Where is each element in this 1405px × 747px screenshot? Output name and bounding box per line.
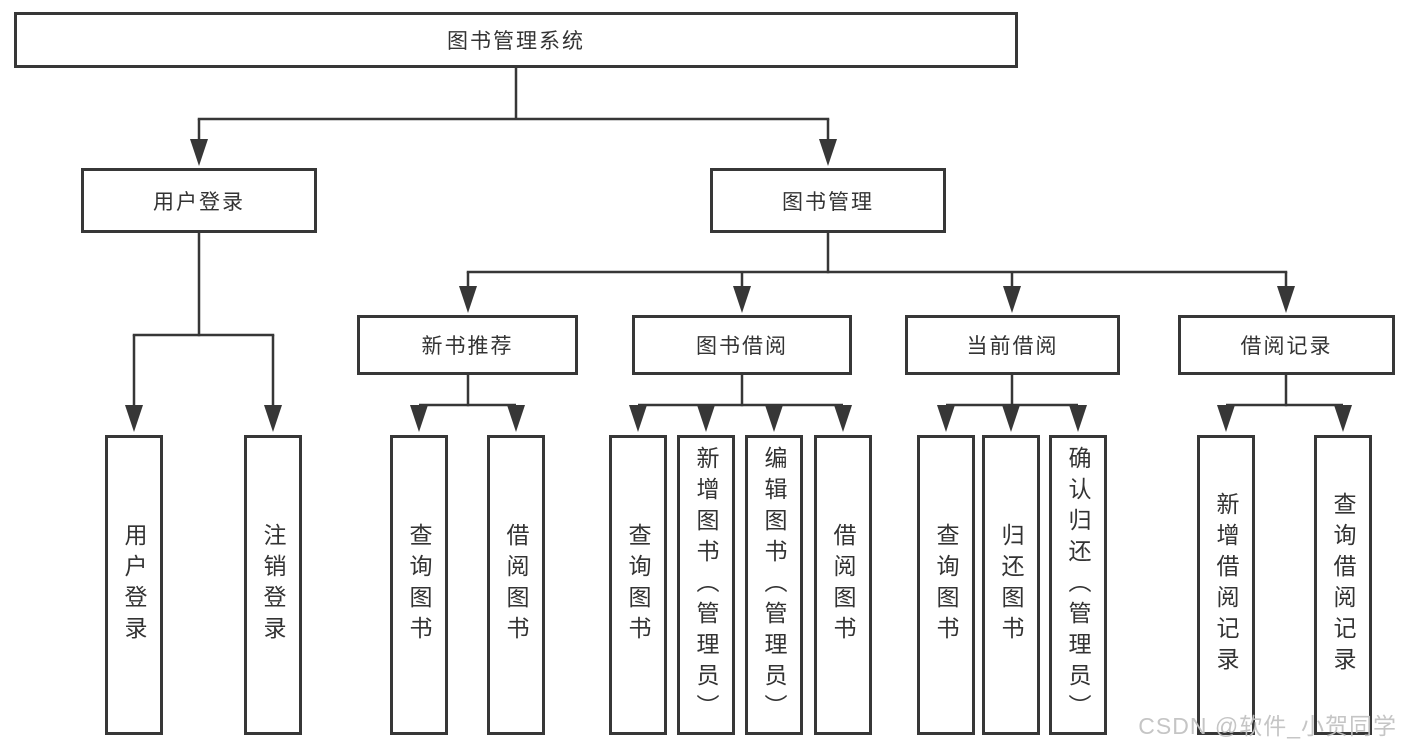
leaf-borrow-books-label: 借阅图书 [830,523,856,647]
node-book-borrow: 图书借阅 [632,315,852,375]
csdn-watermark: CSDN @软件_小贺同学 [1138,713,1397,739]
leaf-edit-books-admin: 编辑图书（管理员） [745,435,803,735]
leaf-logout: 注销登录 [244,435,302,735]
leaf-borrow-books: 借阅图书 [814,435,872,735]
leaf-confirm-return-admin-label: 确认归还（管理员） [1065,445,1091,725]
leaf-query-borrow-record: 查询借阅记录 [1314,435,1372,735]
node-user-login: 用户登录 [81,168,317,233]
leaf-query-books-current-label: 查询图书 [933,523,959,647]
leaf-confirm-return-admin: 确认归还（管理员） [1049,435,1107,735]
node-book-borrow-label: 图书借阅 [696,335,788,358]
node-book-management-label: 图书管理 [782,190,874,214]
leaf-query-borrow-record-label: 查询借阅记录 [1330,492,1356,678]
leaf-query-books-recommend-label: 查询图书 [406,523,432,647]
node-new-book-recommend: 新书推荐 [357,315,578,375]
leaf-add-books-admin: 新增图书（管理员） [677,435,735,735]
node-library-management-system: 图书管理系统 [14,12,1018,68]
leaf-query-books-borrow-label: 查询图书 [625,523,651,647]
leaf-logout-label: 注销登录 [260,523,286,647]
leaf-add-books-admin-label: 新增图书（管理员） [693,445,719,725]
leaf-return-books-label: 归还图书 [998,523,1024,647]
leaf-query-books-borrow: 查询图书 [609,435,667,735]
leaf-query-books-recommend: 查询图书 [390,435,448,735]
node-borrow-records-label: 借阅记录 [1240,335,1333,358]
leaf-add-borrow-record-label: 新增借阅记录 [1213,492,1239,678]
node-current-borrow-label: 当前借阅 [966,335,1059,358]
connector-paths [132,68,1343,407]
node-current-borrow: 当前借阅 [905,315,1120,375]
leaf-user-login: 用户登录 [105,435,163,735]
leaf-borrow-books-recommend-label: 借阅图书 [503,523,529,647]
leaf-query-books-current: 查询图书 [917,435,975,735]
node-new-book-recommend-label: 新书推荐 [421,335,514,358]
node-user-login-label: 用户登录 [153,190,245,214]
leaf-add-borrow-record: 新增借阅记录 [1197,435,1255,735]
node-book-management: 图书管理 [710,168,946,233]
node-borrow-records: 借阅记录 [1178,315,1395,375]
leaf-user-login-label: 用户登录 [121,523,147,647]
leaf-borrow-books-recommend: 借阅图书 [487,435,545,735]
leaf-return-books: 归还图书 [982,435,1040,735]
node-library-management-system-label: 图书管理系统 [447,30,585,53]
leaf-edit-books-admin-label: 编辑图书（管理员） [761,445,787,725]
arrowheads [125,139,1352,432]
